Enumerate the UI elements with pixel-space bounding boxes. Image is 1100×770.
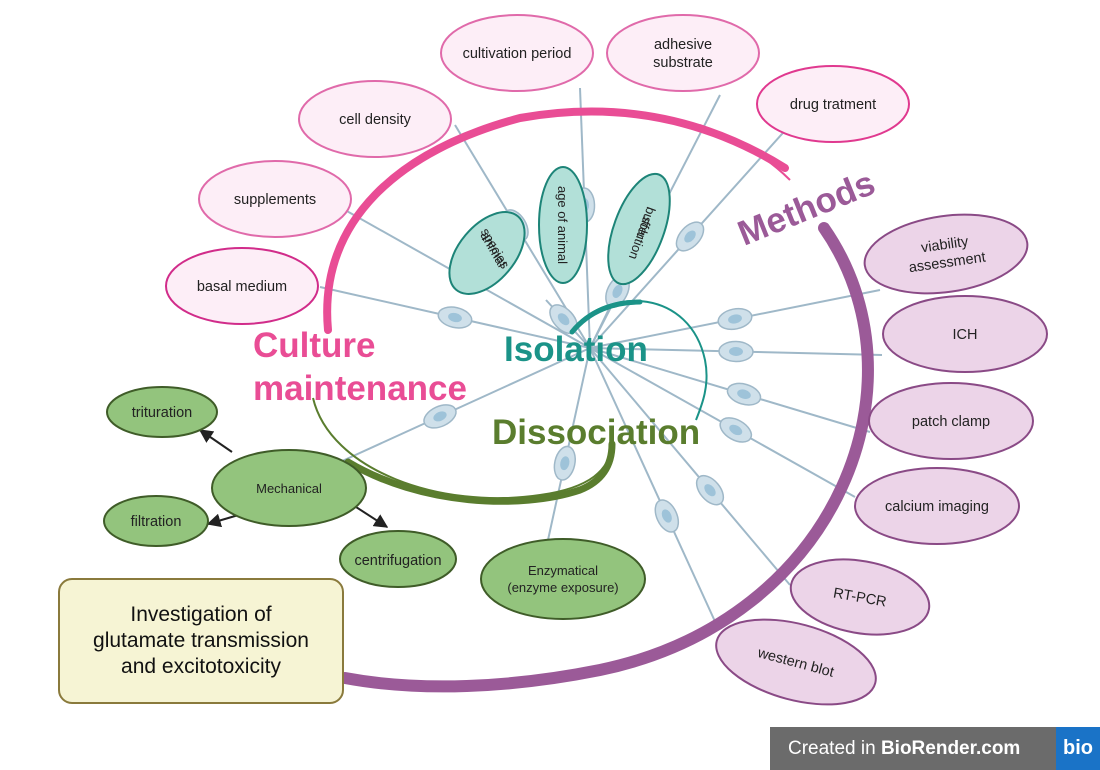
node-western-blot[interactable]: western blot [707, 604, 885, 720]
culture-arc-tail [699, 124, 791, 181]
svg-text:(enzyme exposure): (enzyme exposure) [507, 580, 618, 595]
node-centrifugation[interactable]: centrifugation [339, 530, 457, 588]
svg-text:filtration: filtration [131, 514, 182, 530]
heading-methods: Methods [732, 163, 880, 253]
neuron-nucleus [448, 312, 462, 323]
node-rt-pcr[interactable]: RT-PCR [785, 549, 935, 644]
node-basal-medium[interactable]: basal medium [165, 247, 319, 325]
svg-text:calcium imaging: calcium imaging [885, 499, 989, 515]
heading-isolation: Isolation [504, 330, 648, 369]
node-patch-clamp[interactable]: patch clamp [868, 382, 1034, 460]
neuron-nucleus [704, 484, 716, 497]
svg-text:centrifugation: centrifugation [354, 553, 441, 569]
svg-text:cell density: cell density [339, 112, 411, 128]
svg-text:drug tratment: drug tratment [790, 97, 876, 113]
methods-arc [339, 222, 874, 693]
node-calcium-imaging[interactable]: calcium imaging [854, 467, 1020, 545]
dissociation-arc-thick [344, 440, 616, 505]
axon-line [547, 347, 591, 541]
summary-line-3: and excitotoxicity [121, 655, 281, 678]
svg-text:viability: viability [920, 234, 970, 257]
neuron-nucleus [737, 389, 751, 399]
svg-text:cultivation period: cultivation period [463, 46, 572, 62]
arrow-to-trituration [198, 429, 233, 453]
heading-dissociation: Dissociation [492, 413, 700, 452]
neuron-nucleus [661, 509, 672, 523]
node-ich[interactable]: ICH [882, 295, 1048, 373]
isolation-arc-thick [569, 299, 643, 335]
neuron-nucleus [560, 456, 570, 471]
svg-text:adhesive: adhesive [654, 37, 712, 53]
svg-text:trituration: trituration [132, 405, 192, 421]
neuron-nucleus [612, 284, 623, 298]
svg-text:Mechanical: Mechanical [256, 481, 322, 496]
culture-arc [323, 107, 789, 334]
summary-line-1: Investigation of [130, 603, 272, 626]
neuron-nucleus [433, 411, 447, 422]
axon-line [339, 347, 591, 463]
node-supplements[interactable]: supplements [198, 160, 352, 238]
node-cell-density[interactable]: cell density [298, 80, 452, 158]
neuron-nucleus [729, 346, 743, 357]
node-age-of-animal[interactable]: age of animal [538, 166, 588, 284]
neuron-nucleus [728, 314, 742, 324]
svg-text:patch clamp: patch clamp [912, 414, 990, 430]
badge-text: Created in BioRender.com [788, 737, 1021, 759]
neuron-nucleus [729, 424, 743, 436]
axon-line [589, 347, 791, 586]
node-viability-assessment[interactable]: viability assessment [860, 205, 1033, 303]
neuron-nucleus [557, 313, 570, 326]
heading-culture-line2: maintenance [253, 369, 467, 408]
svg-text:supplements: supplements [234, 192, 316, 208]
node-trituration[interactable]: trituration [106, 386, 218, 438]
node-animal-species[interactable]: animal [435, 198, 540, 308]
svg-text:substrate: substrate [653, 55, 713, 71]
summary-box: Investigation of glutamate transmission … [58, 578, 344, 704]
svg-text:ICH: ICH [953, 327, 978, 343]
node-mechanical[interactable]: Mechanical [211, 449, 367, 527]
svg-text:age of animal: age of animal [555, 186, 570, 264]
svg-text:Enzymatical: Enzymatical [528, 563, 598, 578]
summary-line-2: glutamate transmission [93, 629, 309, 652]
neuron-nucleus [684, 230, 696, 243]
node-drug-treatment[interactable]: drug tratment [756, 65, 910, 143]
node-enzymatical[interactable]: Enzymatical (enzyme exposure) [480, 538, 646, 620]
biorender-badge[interactable]: Created in BioRender.com bio [770, 727, 1100, 770]
node-filtration[interactable]: filtration [103, 495, 209, 547]
node-adhesive-substrate[interactable]: adhesive substrate [606, 14, 760, 92]
node-buffer-solution[interactable]: buffer solution [596, 166, 683, 292]
axon-line [589, 347, 719, 629]
heading-culture-line1: Culture [253, 326, 376, 365]
node-cultivation-period[interactable]: cultivation period [440, 14, 594, 92]
svg-text:basal medium: basal medium [197, 279, 287, 295]
arrow-to-centrifugation [355, 506, 389, 528]
biorender-logo-icon: bio [1056, 727, 1100, 770]
